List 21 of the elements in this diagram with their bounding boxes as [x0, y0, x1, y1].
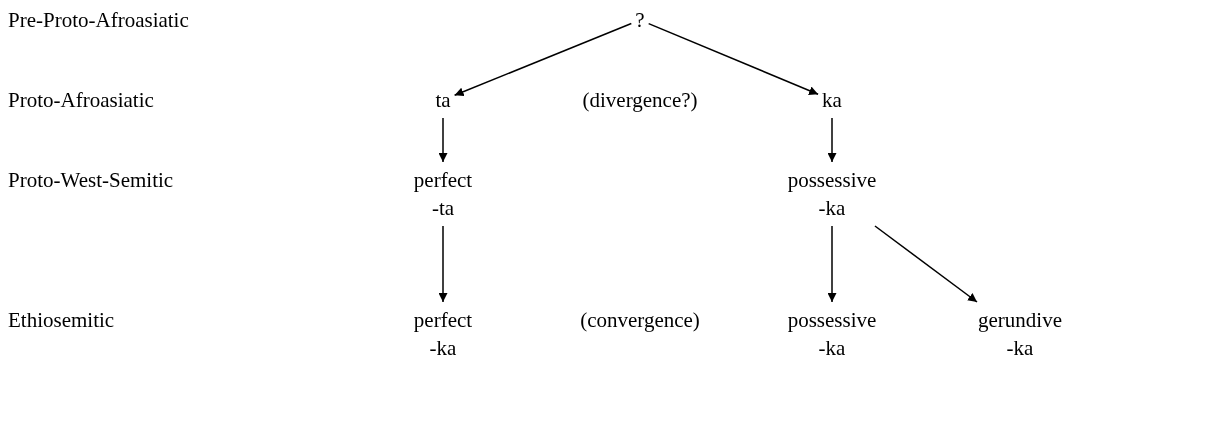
morpheme-text: perfect -ka	[413, 306, 473, 362]
arrow	[874, 225, 978, 303]
arrow	[438, 225, 448, 303]
morpheme-text: ?	[635, 6, 645, 34]
arrow	[827, 117, 837, 163]
row-label: Pre-Proto-Afroasiatic	[8, 7, 189, 34]
arrow	[453, 22, 633, 97]
row-label: Ethiosemitic	[8, 307, 115, 334]
morpheme-text: ka	[822, 86, 842, 114]
note-text: (convergence)	[580, 307, 700, 334]
morpheme-text: possessive -ka	[787, 166, 877, 222]
note-text: (divergence?)	[582, 87, 698, 114]
arrow	[438, 117, 448, 163]
row-label: Proto-West-Semitic	[8, 167, 174, 194]
morpheme-text: possessive -ka	[787, 306, 877, 362]
row-label: Proto-Afroasiatic	[8, 87, 154, 114]
arrow	[827, 225, 837, 303]
arrow	[647, 22, 819, 95]
morpheme-text: gerundive -ka	[978, 306, 1062, 362]
morpheme-text: perfect -ta	[413, 166, 473, 222]
morpheme-text: ta	[435, 86, 451, 114]
